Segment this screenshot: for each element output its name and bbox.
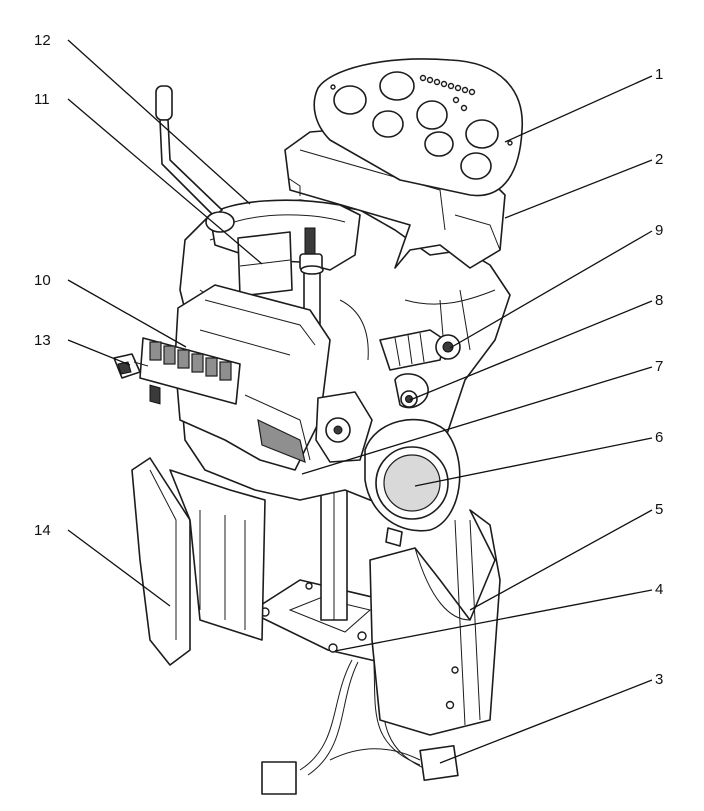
leader-2: [504, 159, 653, 219]
knob-assembly: [379, 329, 461, 409]
callout-3: 3: [655, 671, 663, 688]
leader-5: [469, 509, 653, 611]
callout-1: 1: [655, 66, 663, 83]
callout-6: 6: [655, 429, 663, 446]
switch-panel-housing: [174, 284, 331, 471]
callout-14: 14: [34, 522, 51, 539]
indicator-lamps: [419, 74, 476, 112]
gauge-openings: [333, 71, 499, 180]
callout-labels: 1 2 3 4 5 6 7 8 9 10 11 12 13 14: [34, 32, 663, 688]
rocker-switches: [149, 341, 232, 381]
callout-2: 2: [655, 151, 663, 168]
instrument-faceplate: [313, 58, 523, 197]
leader-14: [67, 529, 171, 607]
callout-12: 12: [34, 32, 51, 49]
leader-4: [334, 589, 653, 652]
callout-7: 7: [655, 358, 663, 375]
callout-10: 10: [34, 272, 51, 289]
center-column: [320, 469, 403, 621]
callout-5: 5: [655, 501, 663, 518]
callout-11: 11: [34, 91, 50, 108]
shifter-lever: [155, 85, 235, 233]
right-lower-shroud: [369, 509, 501, 736]
callout-13: 13: [34, 332, 51, 349]
bracket: [237, 231, 293, 297]
callout-8: 8: [655, 292, 663, 309]
leader-13: [67, 339, 131, 366]
leader-8: [409, 300, 653, 401]
left-lower-shroud: [131, 457, 266, 666]
leader-11: [67, 98, 263, 265]
callout-4: 4: [655, 581, 663, 598]
connector-plug: [113, 353, 149, 379]
round-gauge-housing: [364, 418, 461, 532]
leader-1: [504, 75, 653, 143]
leader-3: [439, 679, 653, 764]
leader-12: [67, 39, 251, 205]
leader-6: [414, 437, 653, 487]
switch-bank: [139, 337, 241, 405]
leader-7: [301, 366, 653, 475]
leader-lines: [67, 39, 653, 764]
leader-9: [449, 230, 653, 349]
leader-10: [67, 279, 187, 348]
callout-9: 9: [655, 222, 663, 239]
ignition-switch: [315, 391, 373, 463]
base-plate: [249, 579, 411, 663]
